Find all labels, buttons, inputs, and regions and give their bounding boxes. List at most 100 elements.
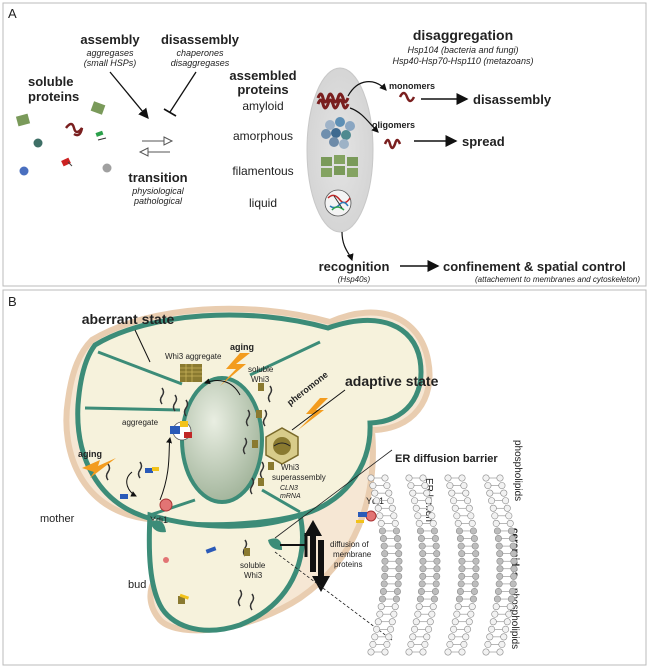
left-bilayer-lipid-head: [428, 512, 436, 520]
left-bilayer-lipid-head: [433, 572, 441, 580]
left-bilayer-lipid-head: [418, 542, 426, 550]
right-bilayer-lipid-head: [500, 489, 508, 497]
right-bilayer-lipid-head: [469, 527, 477, 535]
right-bilayer-lipid-head: [467, 512, 475, 520]
right-bilayer-lipid-head: [454, 603, 462, 611]
soluble-protein-shapes: [15, 101, 112, 176]
zoom-line-top: [274, 449, 393, 539]
diffusion-l1: diffusion of: [330, 540, 369, 549]
left-bilayer-lipid-head: [430, 595, 438, 603]
right-bilayer-lipid-head: [496, 557, 504, 565]
right-bilayer-lipid-head: [457, 580, 465, 588]
soluble-whi3-top-l1: soluble: [248, 365, 274, 374]
right-bilayer-lipid-head: [455, 595, 463, 603]
oligomers-label: oligomers: [372, 120, 415, 130]
left-bilayer-lipid-head: [377, 603, 385, 611]
transition-title: transition: [128, 170, 187, 185]
left-bilayer-lipid-head: [415, 519, 423, 527]
recognition-title: recognition: [319, 259, 390, 274]
left-bilayer-lipid-head: [395, 557, 403, 565]
right-bilayer-lipid-head: [471, 542, 479, 550]
left-bilayer-lipid-head: [392, 527, 400, 535]
monomer-shape: [398, 91, 416, 103]
right-bilayer-lipid-head: [470, 535, 478, 543]
ydj1-client-yellow: [356, 520, 364, 523]
right-bilayer-lipid-head: [451, 618, 459, 626]
left-bilayer-lipid-head: [378, 527, 386, 535]
soluble-whi3-bottom-l2: Whi3: [244, 571, 263, 580]
left-bilayer-lipid-head: [381, 550, 389, 558]
left-bilayer-lipid-head: [419, 474, 427, 482]
left-bilayer-lipid-head: [367, 474, 375, 482]
whi3-aggregate-shape: [180, 364, 202, 382]
left-bilayer-lipid-head: [411, 497, 419, 505]
left-bilayer-lipid-head: [373, 625, 381, 633]
left-bilayer-lipid-head: [373, 497, 381, 505]
left-bilayer-lipid-head: [369, 482, 377, 490]
transition-sub2: pathological: [133, 196, 183, 206]
right-bilayer-lipid-head: [444, 474, 452, 482]
left-bilayer-lipid-head: [390, 512, 398, 520]
right-bilayer-lipid-head: [505, 610, 513, 618]
assembled-line1: assembled: [229, 68, 296, 83]
right-bilayer-lipid-head: [472, 572, 480, 580]
confinement-title: confinement & spatial control: [443, 259, 626, 274]
right-bilayer-lipid-head: [465, 504, 473, 512]
right-bilayer-lipid-head: [482, 474, 490, 482]
er-barrier-label: ER diffusion barrier: [395, 453, 498, 465]
disassembly-title: disassembly: [161, 32, 240, 47]
disassembly-sub2: disaggregases: [171, 58, 230, 68]
left-bilayer-lipid-head: [425, 497, 433, 505]
right-bilayer-lipid-head: [458, 565, 466, 573]
right-bilayer-lipid-head: [454, 519, 462, 527]
left-bilayer-lipid-head: [412, 504, 420, 512]
right-bilayer-lipid-head: [491, 610, 499, 618]
recognition-curve-arrow: [341, 231, 354, 262]
left-bilayer-lipid-head: [432, 580, 440, 588]
left-bilayer-lipid-head: [380, 542, 388, 550]
left-bilayer-lipid-head: [405, 648, 413, 656]
disaggregation-title: disaggregation: [413, 27, 513, 43]
monomers-curve-arrow: [347, 81, 387, 97]
left-bilayer-lipid-head: [371, 633, 379, 641]
left-bilayer-lipid-head: [411, 625, 419, 633]
disaggregation-sub1: Hsp104 (bacteria and fungi): [407, 45, 518, 55]
left-bilayer-lipid-head: [431, 587, 439, 595]
right-bilayer-lipid-head: [494, 587, 502, 595]
recognition-sub: (Hsp40s): [338, 275, 371, 284]
ydj1-client-blue: [358, 512, 367, 517]
left-bilayer-lipid-head: [395, 572, 403, 580]
disassembly-inhibit-bar: [163, 108, 177, 117]
aberrant-pointer: [134, 329, 151, 363]
right-bilayer-lipid-head: [468, 603, 476, 611]
right-bilayer-lipid-head: [448, 633, 456, 641]
soluble-whi3-bottom-l1: soluble: [240, 561, 266, 570]
bud-protein-blue: [205, 546, 217, 554]
left-bilayer-lipid-head: [385, 633, 393, 641]
left-bilayer-lipid-head: [429, 519, 437, 527]
right-bilayer-lipid-head: [503, 618, 511, 626]
er-membrane-bilayers: [367, 474, 518, 656]
right-bilayer-lipid-head: [500, 633, 508, 641]
left-bilayer-lipid-head: [416, 527, 424, 535]
right-bilayer-lipid-head: [498, 482, 506, 490]
right-bilayer-lipid-head: [495, 580, 503, 588]
right-bilayer-lipid-head: [471, 580, 479, 588]
left-bilayer-lipid-head: [432, 542, 440, 550]
right-bilayer-lipid-head: [506, 519, 514, 527]
left-bilayer-lipid-head: [407, 640, 415, 648]
bud-label: bud: [128, 579, 146, 591]
aging-top-label: aging: [230, 342, 254, 352]
disassembly-inhibit-line: [169, 71, 197, 113]
right-bilayer-lipid-head: [508, 535, 516, 543]
misfolded-protein-left: [120, 467, 159, 499]
soluble-to-aggregate-arrow: [204, 378, 241, 396]
left-bilayer-lipid-head: [414, 610, 422, 618]
left-bilayer-lipid-head: [376, 512, 384, 520]
right-bilayer-lipid-head: [453, 512, 461, 520]
right-bilayer-lipid-head: [509, 542, 517, 550]
left-bilayer-lipid-head: [369, 640, 377, 648]
right-bilayer-lipid-head: [496, 648, 504, 656]
panel-b-label: B: [8, 294, 17, 309]
